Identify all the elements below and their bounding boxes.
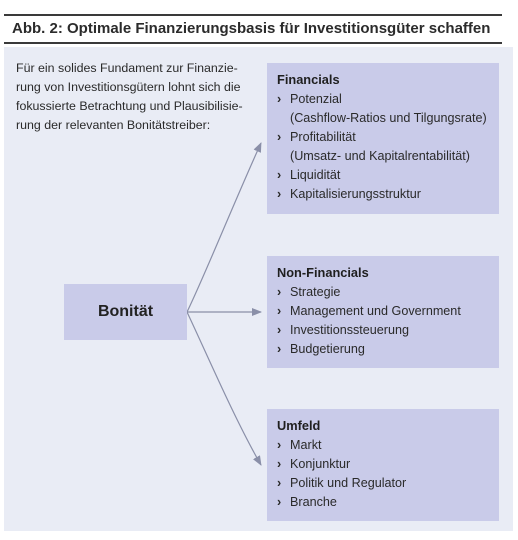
category-item-text: Profitabilität	[290, 130, 356, 144]
category-item-text: Liquidität	[290, 168, 341, 182]
category-item-text: (Cashflow-Ratios und Tilgungsrate)	[290, 111, 487, 125]
chevron-right-icon: ›	[277, 187, 282, 201]
category-item-note: (Cashflow-Ratios und Tilgungsrate)	[277, 109, 489, 128]
category-item-note: (Umsatz- und Kapitalrentabilität)	[277, 147, 489, 166]
category-item: › Strategie	[277, 283, 489, 302]
chevron-right-icon: ›	[277, 438, 282, 452]
chevron-right-icon: ›	[277, 130, 282, 144]
category-box-umfeld: Umfeld › Markt › Konjunktur › Politik und R…	[267, 409, 499, 521]
category-box-financials: Financials › Potenzial (Cashflow-Ratios u…	[267, 63, 499, 214]
category-box-non-financials: Non-Financials › Strategie › Management un…	[267, 256, 499, 368]
category-item-text: Budgetierung	[290, 342, 365, 356]
category-item-text: Management und Government	[290, 304, 461, 318]
category-item: › Management und Government	[277, 302, 489, 321]
category-title: Non-Financials	[277, 265, 369, 280]
chevron-right-icon: ›	[277, 92, 282, 106]
category-item-text: Markt	[290, 438, 322, 452]
category-item-text: Potenzial	[290, 92, 342, 106]
category-item: › Profitabilität	[277, 128, 489, 147]
category-item-text: (Umsatz- und Kapitalrentabilität)	[290, 149, 470, 163]
chevron-right-icon: ›	[277, 168, 282, 182]
category-item: › Liquidität	[277, 166, 489, 185]
arrow-to-umfeld	[186, 311, 262, 466]
category-item: › Potenzial	[277, 90, 489, 109]
category-item-text: Konjunktur	[290, 457, 351, 471]
figure-title: Abb. 2: Optimale Finanzierungsbasis für …	[4, 14, 502, 44]
category-item: › Investitionssteuerung	[277, 321, 489, 340]
category-item: › Politik und Regulator	[277, 474, 489, 493]
category-item: › Kapitalisierungsstruktur	[277, 185, 489, 204]
chevron-right-icon: ›	[277, 457, 282, 471]
intro-text: Für ein solides Fundament zur Finanzie- …	[16, 59, 256, 135]
category-item-text: Strategie	[290, 285, 341, 299]
chevron-right-icon: ›	[277, 495, 282, 509]
category-item: › Markt	[277, 436, 489, 455]
category-item: › Konjunktur	[277, 455, 489, 474]
chevron-right-icon: ›	[277, 304, 282, 318]
center-box-bonitaet: Bonität	[64, 284, 187, 340]
category-title: Financials	[277, 72, 340, 87]
category-item-text: Investitionssteuerung	[290, 323, 410, 337]
category-item-text: Kapitalisierungsstruktur	[290, 187, 421, 201]
arrow-to-financials	[186, 142, 262, 313]
category-item-text: Branche	[290, 495, 337, 509]
intro-line: Für ein solides Fundament zur Finanzie-	[16, 61, 238, 75]
center-label: Bonität	[97, 303, 154, 320]
intro-line: rung der relevanten Bonitätstreiber:	[16, 118, 211, 132]
category-item: › Branche	[277, 493, 489, 512]
chevron-right-icon: ›	[277, 342, 282, 356]
intro-line: fokussierte Betrachtung und Plausibilisi…	[16, 99, 243, 113]
category-title: Umfeld	[277, 418, 321, 433]
category-item-text: Politik und Regulator	[290, 476, 407, 490]
category-item: › Budgetierung	[277, 340, 489, 359]
chevron-right-icon: ›	[277, 476, 282, 490]
chevron-right-icon: ›	[277, 285, 282, 299]
chevron-right-icon: ›	[277, 323, 282, 337]
intro-line: rung von Investitionsgütern lohnt sich d…	[16, 80, 241, 94]
